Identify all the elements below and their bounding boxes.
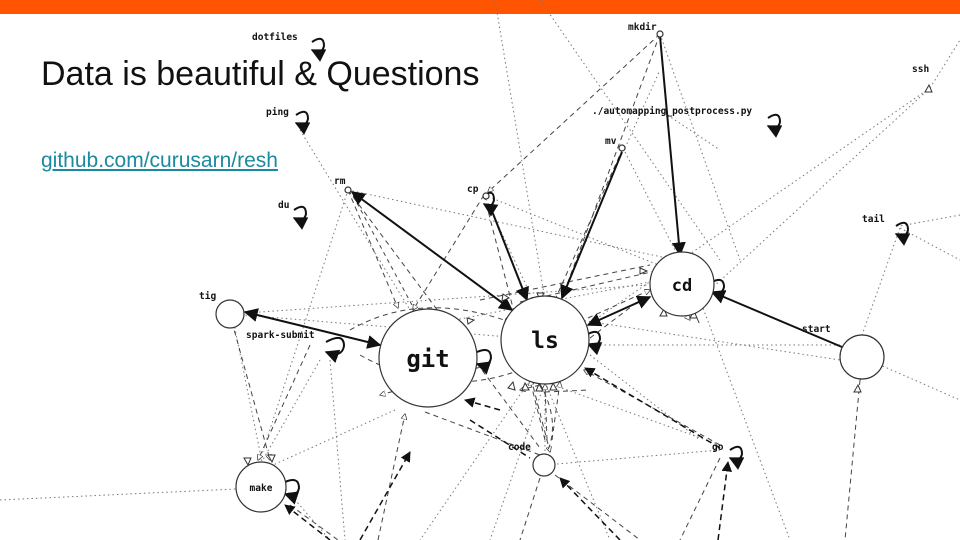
label-ssh: ssh bbox=[912, 64, 929, 75]
node-labels: git ls cd make start tig code spark-subm… bbox=[199, 22, 929, 494]
nodes bbox=[215, 30, 885, 513]
bottom-edges bbox=[284, 367, 733, 540]
node-rm[interactable] bbox=[344, 186, 352, 194]
solid-edges bbox=[243, 35, 843, 349]
label-ping: ping bbox=[266, 107, 289, 118]
node-make[interactable] bbox=[235, 461, 287, 513]
label-tail: tail bbox=[862, 214, 885, 225]
label-tig: tig bbox=[199, 291, 216, 302]
label-mv: mv bbox=[605, 136, 617, 147]
label-code: code bbox=[508, 442, 531, 453]
label-git: git bbox=[406, 345, 449, 373]
self-loops bbox=[283, 37, 911, 505]
repo-link[interactable]: github.com/curusarn/resh bbox=[41, 149, 278, 172]
node-ls[interactable] bbox=[500, 295, 590, 385]
node-git[interactable] bbox=[378, 308, 478, 408]
slide-title: Data is beautiful & Questions bbox=[41, 55, 480, 93]
open-arrows bbox=[243, 83, 933, 467]
label-go: go bbox=[712, 442, 724, 453]
label-cp: cp bbox=[467, 184, 479, 195]
label-make: make bbox=[250, 483, 273, 494]
node-start[interactable] bbox=[839, 334, 885, 380]
node-cd[interactable] bbox=[649, 251, 715, 317]
label-mkdir: mkdir bbox=[628, 22, 657, 33]
label-ls: ls bbox=[531, 328, 559, 354]
label-spark-submit: spark-submit bbox=[246, 330, 315, 341]
node-mv[interactable] bbox=[618, 144, 626, 152]
node-cp[interactable] bbox=[482, 192, 490, 200]
label-rm: rm bbox=[334, 176, 346, 187]
label-du: du bbox=[278, 200, 289, 211]
node-tig[interactable] bbox=[215, 299, 245, 329]
label-cd: cd bbox=[672, 276, 692, 296]
accent-bar bbox=[0, 0, 960, 14]
node-mkdir[interactable] bbox=[656, 30, 664, 38]
label-start: start bbox=[802, 324, 831, 335]
node-code[interactable] bbox=[532, 453, 556, 477]
label-dotfiles: dotfiles bbox=[252, 32, 298, 43]
label-automapping: ./automapping_postprocess.py bbox=[592, 106, 752, 117]
